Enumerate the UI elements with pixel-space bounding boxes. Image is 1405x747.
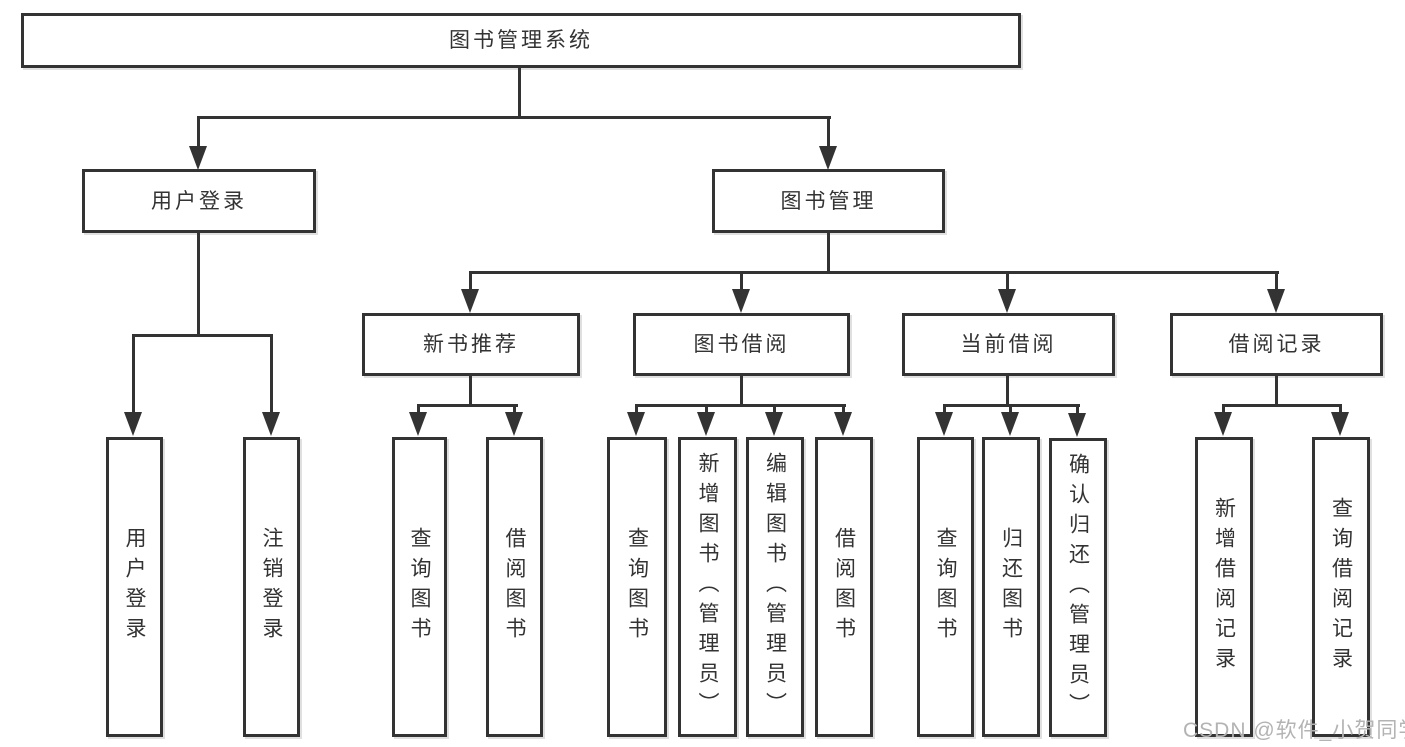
connector-borrowrecords-bus: [1222, 404, 1342, 407]
connector-userlogin-bus: [133, 334, 273, 337]
arrowhead-query2: [627, 412, 645, 436]
leaf-logout: 注销登录: [243, 437, 300, 737]
arrowhead-user-login: [189, 146, 207, 170]
leaf-query-book-3: 查询图书: [917, 437, 974, 737]
connector-drop-leaf-logout: [270, 334, 273, 414]
leaf-add-borrow-record: 新增借阅记录: [1195, 437, 1253, 737]
connector-drop-confirm-return: [1076, 404, 1079, 414]
connector-newbook-stub: [469, 376, 472, 407]
connector-drop-user-login: [197, 116, 200, 148]
connector-bookmgmt-stub: [827, 233, 830, 274]
arrowhead-query-record: [1331, 412, 1349, 436]
node-borrow-records: 借阅记录: [1170, 313, 1383, 376]
arrowhead-new-book: [461, 289, 479, 313]
connector-drop-add-record: [1222, 404, 1225, 414]
connector-currentborrow-bus: [944, 404, 1080, 407]
leaf-return-book: 归还图书: [982, 437, 1040, 737]
leaf-confirm-return-admin: 确认归还（管理员）: [1049, 438, 1107, 737]
arrowhead-query3: [935, 412, 953, 436]
connector-borrowrecords-stub: [1275, 376, 1278, 407]
connector-root-stub: [518, 68, 521, 118]
connector-drop-book-management: [827, 116, 830, 148]
connector-bookmgmt-bus: [470, 271, 1279, 274]
arrowhead-add-book: [697, 412, 715, 436]
connector-drop-current-borrow: [1006, 271, 1009, 291]
arrowhead-query1: [409, 412, 427, 436]
node-root: 图书管理系统: [21, 13, 1021, 68]
connector-drop-query2: [635, 404, 638, 414]
leaf-add-book-admin: 新增图书（管理员）: [678, 437, 737, 737]
arrowhead-leaf-logout: [262, 412, 280, 436]
arrowhead-book-management: [819, 146, 837, 170]
connector-bookborrow-bus: [635, 404, 846, 407]
node-current-borrow: 当前借阅: [902, 313, 1115, 376]
connector-drop-borrow-records: [1275, 271, 1278, 291]
connector-drop-query1: [417, 404, 420, 414]
node-new-book-recommend: 新书推荐: [362, 313, 580, 376]
connector-drop-borrow1: [513, 404, 516, 414]
connector-drop-return-book: [1009, 404, 1012, 414]
arrowhead-current-borrow: [998, 289, 1016, 313]
connector-drop-new-book: [469, 271, 472, 291]
arrowhead-return-book: [1001, 412, 1019, 436]
connector-drop-book-borrow: [740, 271, 743, 291]
connector-drop-leaf-login: [132, 334, 135, 414]
arrowhead-edit-book: [765, 412, 783, 436]
connector-newbook-bus: [418, 404, 518, 407]
leaf-borrow-book-1: 借阅图书: [486, 437, 543, 737]
connector-bookborrow-stub: [740, 376, 743, 407]
leaf-query-book-2: 查询图书: [607, 437, 667, 737]
leaf-edit-book-admin: 编辑图书（管理员）: [746, 437, 804, 737]
connector-drop-add-book: [705, 404, 708, 414]
arrowhead-book-borrow: [732, 289, 750, 313]
connector-drop-query3: [943, 404, 946, 414]
arrowhead-borrow1: [505, 412, 523, 436]
connector-root-bus: [198, 116, 831, 119]
arrowhead-borrow-records: [1267, 289, 1285, 313]
connector-drop-borrow2: [842, 404, 845, 414]
connector-currentborrow-stub: [1006, 376, 1009, 407]
watermark-text: CSDN @软件_小贺同学: [1183, 719, 1405, 742]
node-book-borrow: 图书借阅: [633, 313, 850, 376]
arrowhead-leaf-login: [124, 412, 142, 436]
node-book-management: 图书管理: [712, 169, 945, 233]
arrowhead-confirm-return: [1068, 413, 1086, 437]
arrowhead-add-record: [1214, 412, 1232, 436]
leaf-query-book-1: 查询图书: [392, 437, 447, 737]
leaf-borrow-book-2: 借阅图书: [815, 437, 873, 737]
connector-drop-edit-book: [773, 404, 776, 414]
leaf-query-borrow-record: 查询借阅记录: [1312, 437, 1370, 737]
leaf-user-login: 用户登录: [106, 437, 163, 737]
connector-drop-query-record: [1339, 404, 1342, 414]
arrowhead-borrow2: [834, 412, 852, 436]
connector-userlogin-stub: [197, 233, 200, 337]
node-user-login: 用户登录: [82, 169, 316, 233]
